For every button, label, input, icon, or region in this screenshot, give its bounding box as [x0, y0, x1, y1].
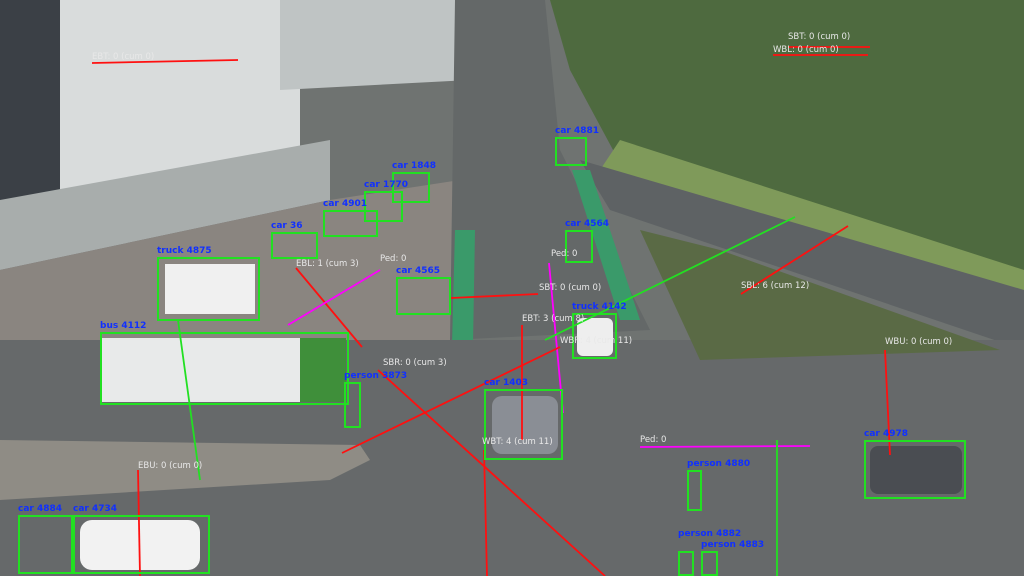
detection-label: car 4884	[18, 504, 63, 514]
detection-box	[364, 191, 403, 222]
counting-line	[341, 346, 561, 454]
detection-label: car 4901	[323, 199, 368, 209]
detection-box	[396, 277, 451, 315]
detection-box	[157, 257, 260, 321]
detection-box	[271, 232, 318, 259]
movement-counter: EBT: 3 (cum 8)	[522, 314, 585, 324]
counting-line	[287, 269, 381, 326]
movement-counter: EBL: 1 (cum 3)	[296, 259, 359, 269]
movement-counter: WBU: 0 (cum 0)	[885, 337, 953, 347]
detection-label: person 3873	[344, 371, 408, 381]
movement-counter: SBR: 0 (cum 3)	[383, 358, 447, 368]
detection-box	[323, 210, 378, 237]
median	[0, 440, 370, 500]
detection-box	[678, 551, 694, 576]
detection-box	[73, 515, 210, 574]
detection-label: car 36	[271, 221, 303, 231]
detection-box	[484, 389, 563, 460]
counting-line	[548, 262, 564, 414]
shop-awning	[0, 140, 330, 270]
counting-line	[639, 445, 811, 448]
counting-line	[377, 369, 606, 576]
movement-counter: WBL: 0 (cum 0)	[773, 45, 839, 55]
movement-counter: SBT: 0 (cum 0)	[539, 283, 602, 293]
counting-line	[177, 319, 201, 481]
apartment-building	[0, 0, 300, 200]
detection-box	[555, 137, 587, 166]
movement-counter: SBT: 0 (cum 0)	[788, 32, 851, 42]
counting-line	[740, 225, 849, 295]
detection-box	[344, 382, 361, 428]
detection-box	[572, 313, 617, 359]
detection-label: car 4565	[396, 266, 441, 276]
counting-line	[91, 59, 239, 64]
movement-counter: Ped: 0	[380, 254, 407, 264]
detection-label: person 4882	[678, 529, 742, 539]
detection-label: car 4734	[73, 504, 118, 514]
detection-box	[100, 332, 349, 405]
counting-line	[295, 267, 363, 348]
detection-label: car 1403	[484, 378, 529, 388]
counting-line	[544, 216, 796, 341]
detection-box	[392, 172, 430, 203]
detection-label: person 4880	[687, 459, 751, 469]
movement-counter: WBT: 4 (cum 11)	[482, 437, 553, 447]
detection-label: car 4564	[565, 219, 610, 229]
counting-line	[884, 349, 891, 456]
detection-label: car 4881	[555, 126, 600, 136]
counting-line	[483, 449, 488, 576]
box-truck	[165, 264, 255, 314]
detection-label: bus 4112	[100, 321, 147, 331]
movement-counter: EBU: 0 (cum 0)	[138, 461, 203, 471]
detection-label: truck 4875	[157, 246, 212, 256]
detection-label: truck 4142	[572, 302, 627, 312]
movement-counter: Ped: 0	[551, 249, 578, 259]
detection-box	[701, 551, 718, 576]
detection-box	[864, 440, 966, 499]
detection-label: person 4883	[701, 540, 765, 550]
detection-box	[565, 230, 593, 263]
counting-line	[137, 469, 141, 576]
counting-line	[450, 293, 539, 299]
detection-box	[18, 515, 73, 574]
detection-box	[687, 470, 702, 511]
detection-label: car 1848	[392, 161, 437, 171]
detection-label: car 1770	[364, 180, 409, 190]
movement-counter: WBR: 4 (cum 11)	[560, 336, 633, 346]
detection-label: car 4978	[864, 429, 909, 439]
movement-counter: Ped: 0	[640, 435, 667, 445]
movement-counter: SBL: 6 (cum 12)	[741, 281, 810, 291]
movement-counter: EBT: 0 (cum 0)	[92, 52, 155, 62]
